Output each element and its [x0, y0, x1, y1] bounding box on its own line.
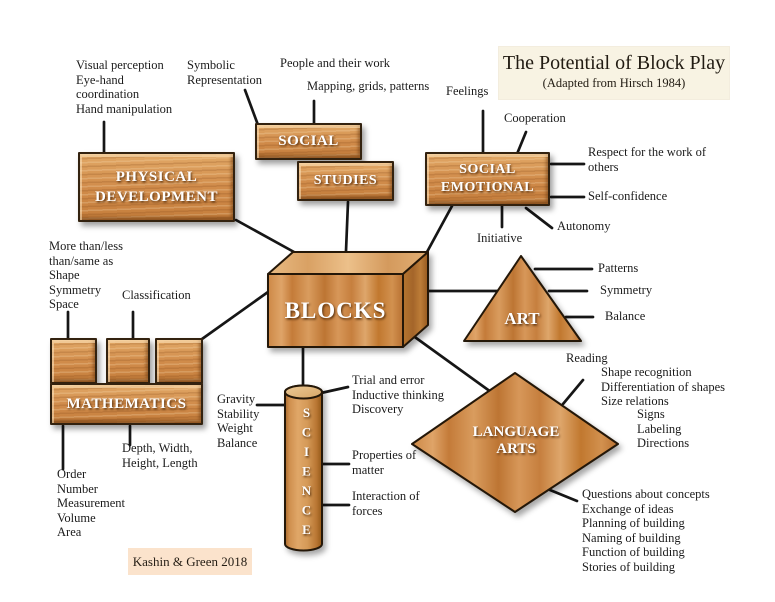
mathematics-block-1 [50, 338, 97, 384]
label-initiative: Initiative [477, 231, 523, 245]
node-studies: STUDIES [297, 161, 394, 201]
label-interaction-of-forces: Interaction of forces [352, 489, 420, 518]
connector-physical-blocks [234, 218, 296, 254]
label-physical-skills: Visual perception Eye-hand coordination … [76, 58, 173, 116]
connector-cooperation [515, 130, 528, 156]
label-mapping-grids-patterns: Mapping, grids, patterns [307, 79, 430, 93]
label-people-and-their-work: People and their work [280, 56, 391, 70]
connector-blocks-languagearts [410, 333, 493, 394]
mathematics-block-3 [155, 338, 203, 384]
label-properties-of-matter: Properties of matter [352, 448, 417, 477]
node-social-emotional: SOCIAL EMOTIONAL [425, 152, 550, 206]
label-science-methods: Trial and error Inductive thinking Disco… [352, 373, 444, 416]
label-math-dimensions: Depth, Width, Height, Length [122, 441, 198, 470]
label-science-physics: Gravity Stability Weight Balance [217, 392, 260, 450]
connector-autonomy [524, 206, 554, 230]
label-reading: Reading [566, 351, 608, 365]
science-cylinder-body [284, 384, 323, 552]
page-title: The Potential of Block Play [502, 52, 726, 74]
label-feelings: Feelings [446, 84, 489, 98]
title-box: The Potential of Block Play (Adapted fro… [499, 47, 729, 99]
label-balance: Balance [605, 309, 646, 323]
label-symbolic-representation: Symbolic Representation [187, 58, 262, 87]
science-cylinder-cap [284, 384, 323, 400]
mathematics-block-2 [106, 338, 150, 384]
credit-box: Kashin & Green 2018 [128, 548, 252, 575]
connector-languagearts-communication [548, 488, 579, 503]
language-arts-diamond [411, 372, 619, 513]
label-language-communication: Questions about concepts Exchange of ide… [582, 487, 710, 574]
connector-languagearts-reading [561, 378, 585, 406]
connector-science-methods [319, 385, 350, 395]
label-respect: Respect for the work of others [588, 145, 707, 174]
connector-blocks-mathematics [200, 290, 270, 341]
label-symmetry: Symmetry [600, 283, 653, 297]
blocks-cube-top-face [267, 251, 429, 275]
page-subtitle: (Adapted from Hirsch 1984) [542, 76, 686, 90]
connector-studies-blocks [344, 200, 350, 253]
label-cooperation: Cooperation [504, 111, 566, 125]
label-math-concepts: More than/less than/same as Shape Symmet… [49, 239, 123, 311]
node-physical-development: PHYSICAL DEVELOPMENT [78, 152, 235, 222]
label-self-confidence: Self-confidence [588, 189, 668, 203]
science-cylinder [284, 384, 323, 552]
connectors [61, 88, 595, 507]
credit-text: Kashin & Green 2018 [132, 553, 248, 569]
label-patterns: Patterns [598, 261, 639, 275]
blocks-cube [267, 251, 429, 348]
label-signs-labeling-directions: Signs Labeling Directions [637, 407, 690, 450]
node-social: SOCIAL [255, 123, 362, 160]
node-mathematics: MATHEMATICS [50, 383, 203, 425]
art-triangle [463, 255, 582, 342]
label-classification: Classification [122, 288, 191, 302]
blocks-cube-front-face [267, 273, 404, 348]
connector-symbolic-social [243, 88, 260, 127]
label-autonomy: Autonomy [557, 219, 611, 233]
label-shape-recognition: Shape recognition Differentiation of sha… [601, 365, 726, 408]
connector-socialemotional-blocks [425, 204, 454, 254]
label-math-measures: Order Number Measurement Volume Area [57, 467, 126, 539]
